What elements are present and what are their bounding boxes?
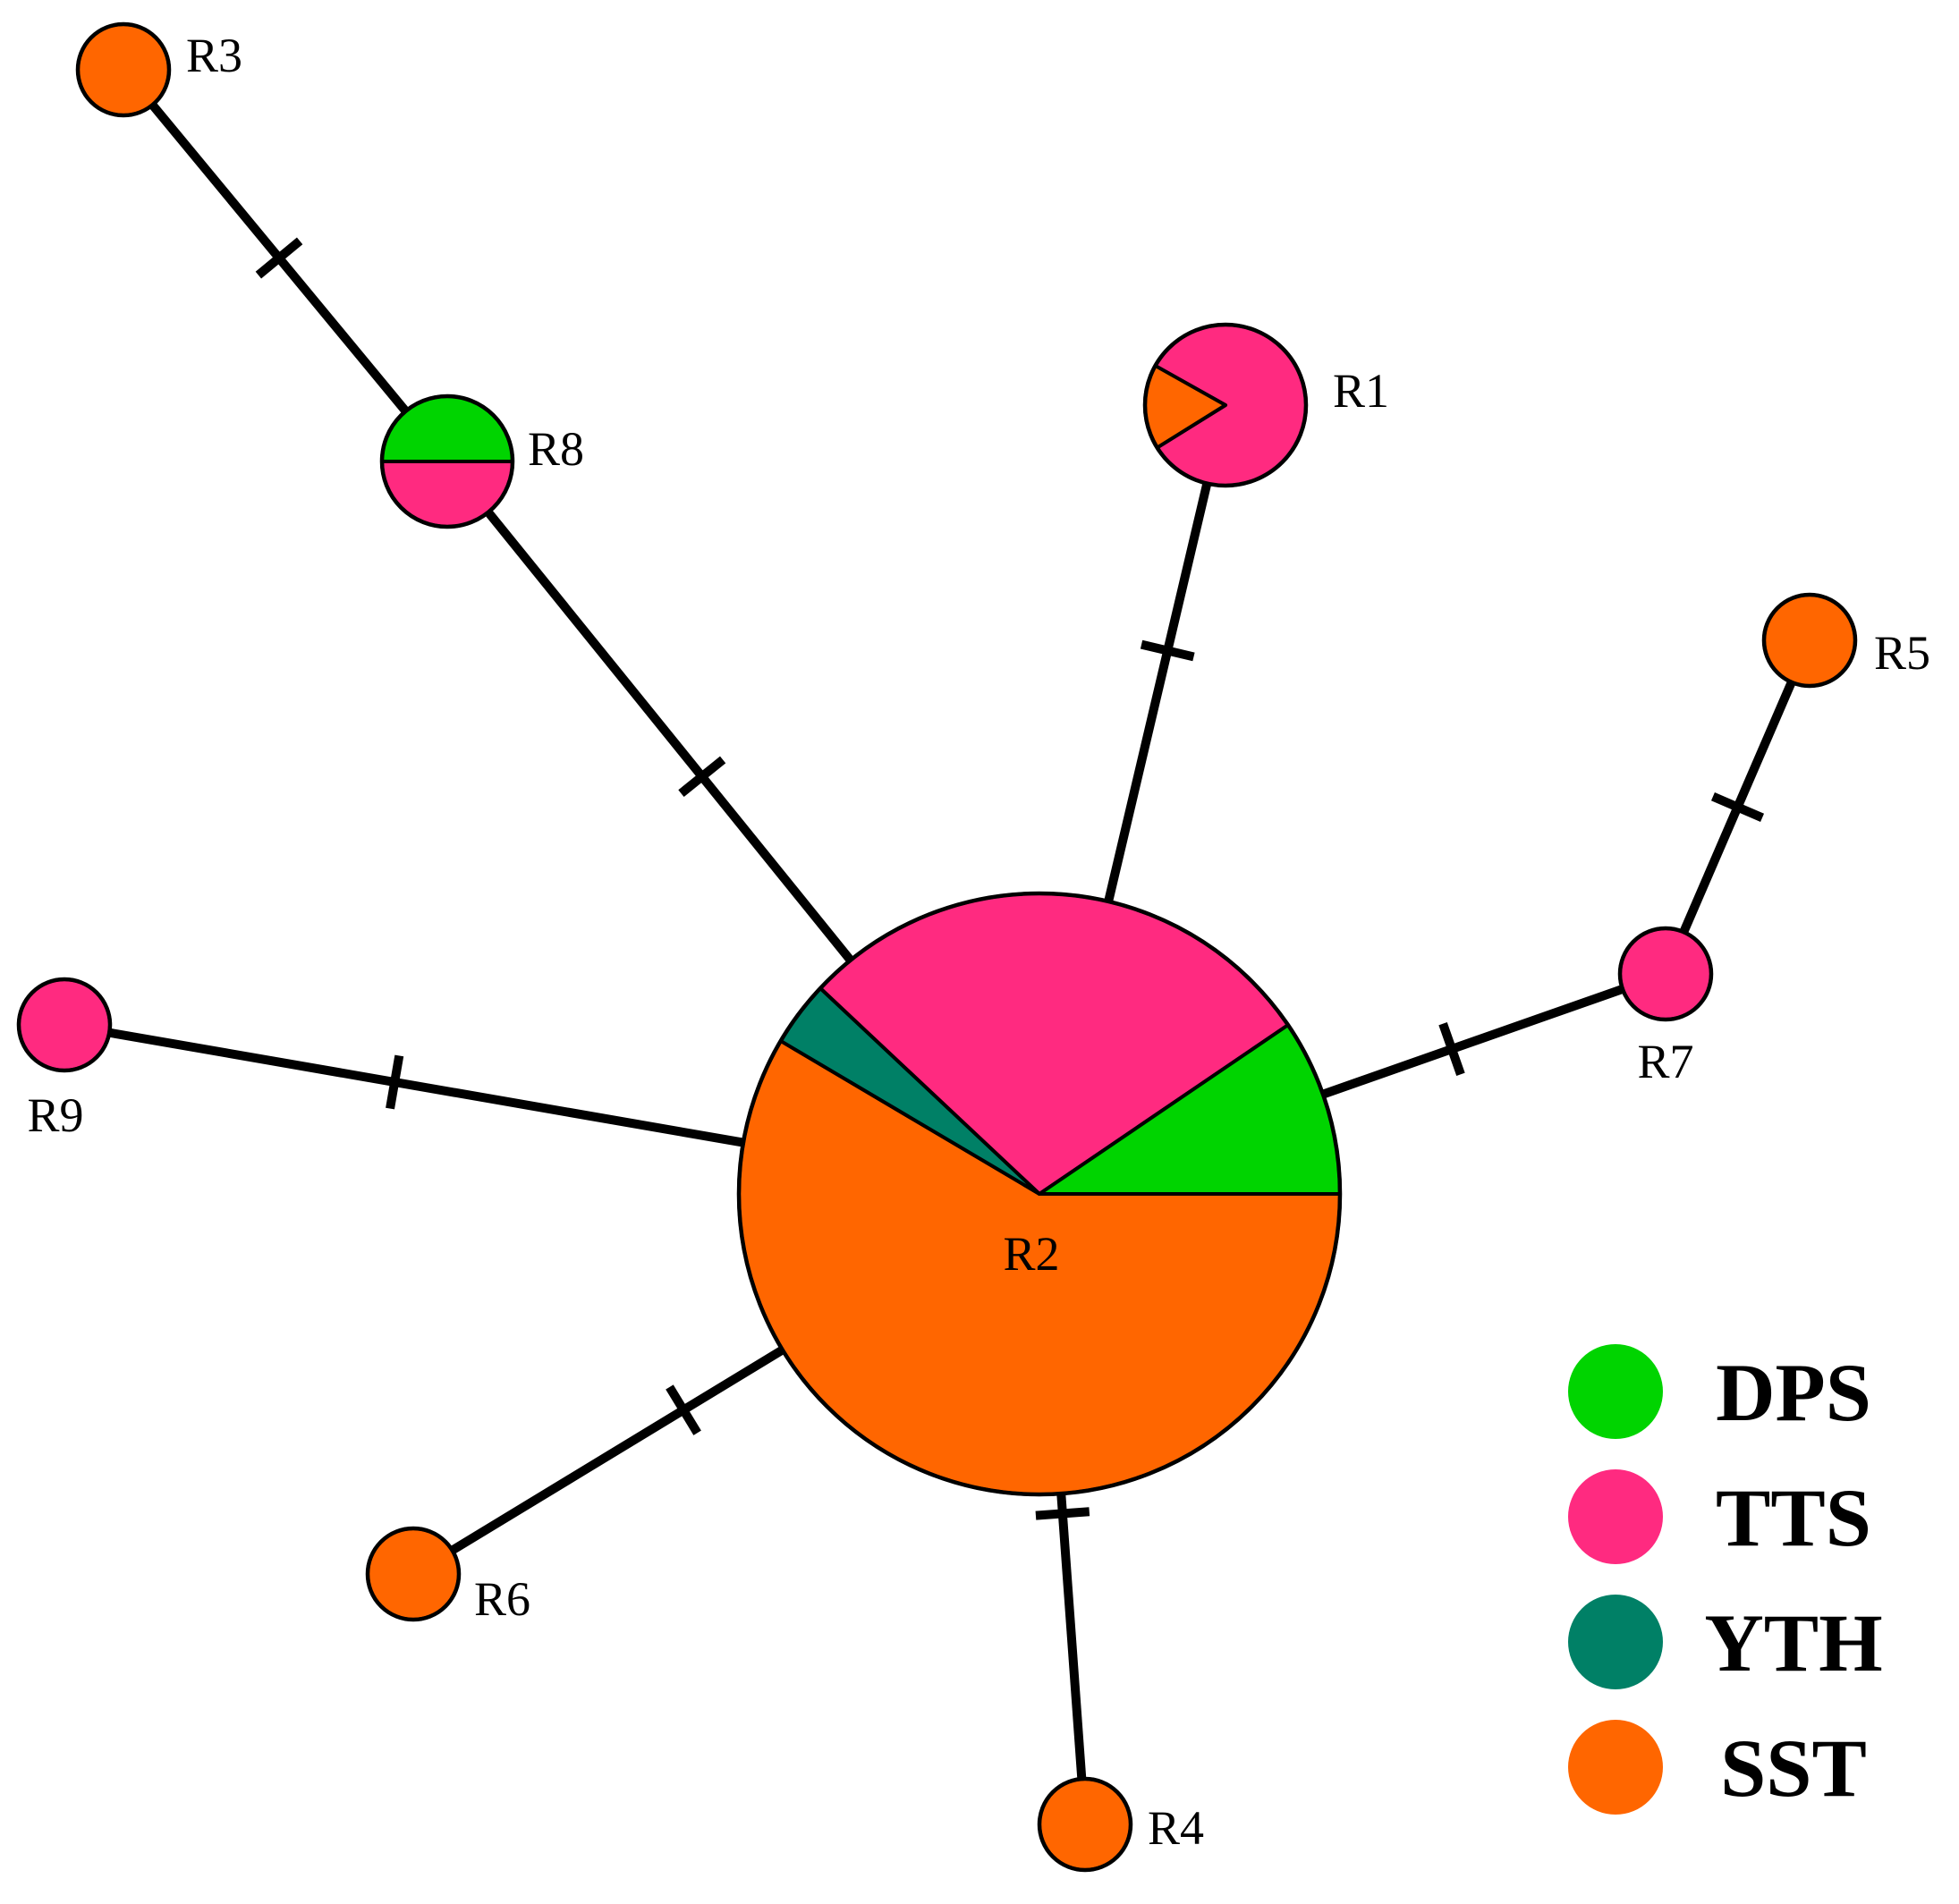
node-label-r2: R2 bbox=[1003, 1227, 1059, 1281]
haplotype-node-r1 bbox=[1142, 322, 1309, 488]
node-label-r3: R3 bbox=[186, 29, 242, 82]
mutation-tick-r2-r1 bbox=[1140, 639, 1195, 662]
haplotype-node-r2 bbox=[736, 891, 1343, 1497]
haplotype-node-r9 bbox=[16, 977, 113, 1073]
mutation-tick-r2-r6 bbox=[666, 1384, 701, 1435]
legend-item-tts: TTS bbox=[1568, 1469, 1871, 1564]
node-outline bbox=[736, 891, 1343, 1497]
legend-swatch bbox=[1568, 1595, 1663, 1689]
node-outline bbox=[1037, 1776, 1133, 1873]
node-outline bbox=[365, 1526, 462, 1622]
node-outline bbox=[1617, 926, 1714, 1022]
haplotype-node-r5 bbox=[1761, 592, 1858, 689]
legend-label: DPS bbox=[1716, 1347, 1871, 1438]
mutation-tick-r2-r7 bbox=[1438, 1022, 1465, 1076]
node-outline bbox=[75, 21, 172, 118]
node-label-r4: R4 bbox=[1148, 1801, 1204, 1855]
node-label-r6: R6 bbox=[474, 1572, 530, 1626]
node-label-r1: R1 bbox=[1333, 364, 1389, 418]
node-label-r7: R7 bbox=[1637, 1035, 1693, 1088]
legend-label: TTS bbox=[1716, 1472, 1871, 1563]
legend-swatch bbox=[1568, 1469, 1663, 1564]
legend-label: SST bbox=[1720, 1722, 1867, 1814]
node-label-r5: R5 bbox=[1874, 626, 1930, 680]
haplotype-node-r6 bbox=[365, 1526, 462, 1622]
mutation-tick-r2-r8 bbox=[678, 756, 726, 798]
mutation-tick-r2-r4 bbox=[1035, 1507, 1090, 1520]
legend-item-dps: DPS bbox=[1568, 1344, 1871, 1439]
mutation-tick-r2-r9 bbox=[386, 1054, 404, 1110]
legend-label: YTH bbox=[1704, 1597, 1882, 1688]
link-r8-r3 bbox=[120, 66, 451, 465]
network-nodes bbox=[16, 21, 1858, 1873]
legend-swatch bbox=[1568, 1720, 1663, 1815]
legend-item-yth: YTH bbox=[1568, 1595, 1883, 1689]
node-outline bbox=[16, 977, 113, 1073]
haplotype-node-r3 bbox=[75, 21, 172, 118]
legend-item-sst: SST bbox=[1568, 1720, 1867, 1815]
haplotype-node-r4 bbox=[1037, 1776, 1133, 1873]
haplotype-node-r8 bbox=[379, 393, 515, 529]
node-outline bbox=[1142, 322, 1309, 488]
legend-swatch bbox=[1568, 1344, 1663, 1439]
node-label-r8: R8 bbox=[528, 422, 584, 476]
node-outline bbox=[379, 393, 515, 529]
haplotype-node-r7 bbox=[1617, 926, 1714, 1022]
node-label-r9: R9 bbox=[27, 1088, 83, 1142]
node-outline bbox=[1761, 592, 1858, 689]
mutation-tick-r8-r3 bbox=[255, 237, 303, 279]
mutation-tick-r7-r5 bbox=[1710, 792, 1765, 822]
legend: DPS TTS YTH SST bbox=[1568, 1344, 1883, 1815]
